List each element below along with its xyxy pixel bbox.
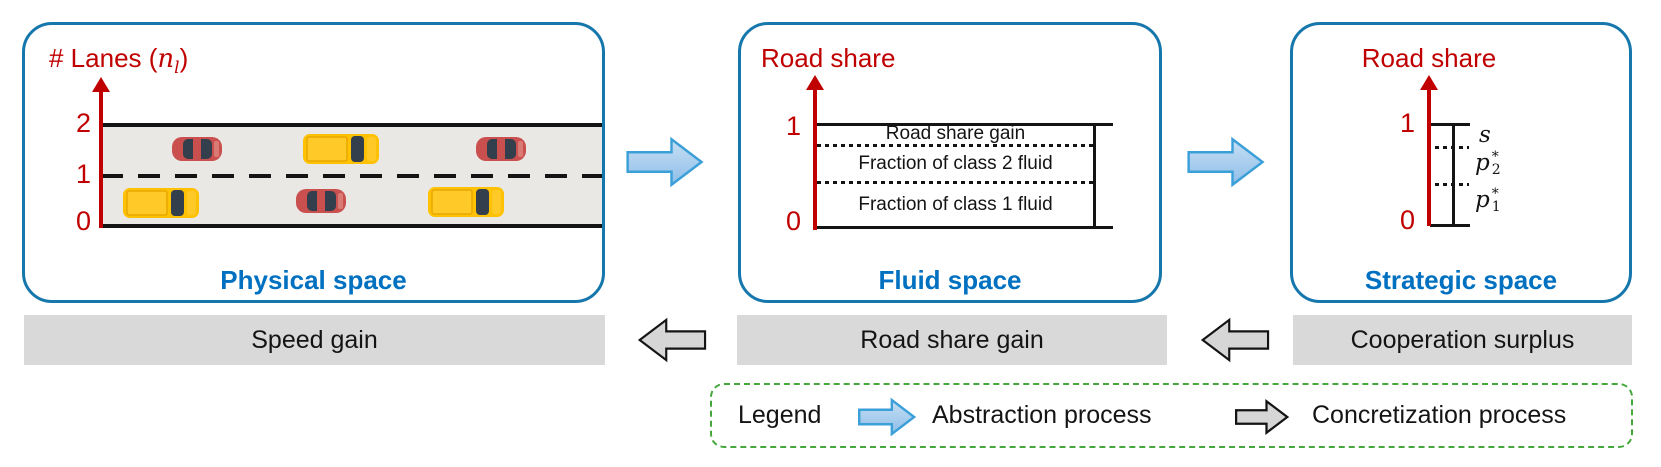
speed-gain-bar: Speed gain bbox=[24, 315, 605, 365]
tick-1: 1 bbox=[75, 159, 91, 189]
physical-axis-label: # Lanes (nl) bbox=[49, 43, 188, 77]
gray-right-arrow-icon bbox=[1235, 398, 1289, 436]
abstraction-arrow-icon bbox=[626, 136, 704, 188]
band-class-2-fluid: Fraction of class 2 fluid bbox=[858, 153, 1053, 174]
fluid-y-axis bbox=[806, 75, 824, 230]
physical-space-title: Physical space bbox=[220, 265, 407, 295]
cooperation-surplus-label: Cooperation surplus bbox=[1350, 325, 1575, 354]
blue-right-arrow-icon bbox=[858, 397, 916, 437]
strategic-space-title: Strategic space bbox=[1364, 265, 1558, 295]
legend-box: Legend Abstraction process Concretizatio… bbox=[710, 383, 1633, 448]
concretization-arrow-icon bbox=[1200, 317, 1270, 363]
concretization-process-label: Concretization process bbox=[1312, 401, 1567, 429]
band-class-1-fluid: Fraction of class 1 fluid bbox=[858, 194, 1053, 215]
tick-0: 0 bbox=[1399, 205, 1415, 235]
tick-0: 0 bbox=[785, 206, 801, 236]
physical-y-axis bbox=[92, 77, 110, 228]
panel-fluid-space: Road share Road share gain Fraction of c… bbox=[738, 22, 1162, 303]
fluid-dotted-divider-2 bbox=[817, 181, 1093, 184]
car-yellow-icon bbox=[303, 134, 379, 164]
tick-1: 1 bbox=[1399, 108, 1415, 138]
axis-label-suffix: ) bbox=[179, 43, 189, 73]
tick-2: 2 bbox=[75, 108, 91, 138]
fluid-box-right-cap bbox=[1093, 123, 1096, 229]
abstraction-process-label: Abstraction process bbox=[932, 401, 1152, 429]
fluid-space-title: Fluid space bbox=[878, 265, 1022, 295]
fluid-dotted-divider-1 bbox=[817, 144, 1093, 147]
legend-title: Legend bbox=[738, 401, 822, 429]
strategic-bracket-top-cap bbox=[1430, 123, 1470, 126]
cooperation-surplus-bar: Cooperation surplus bbox=[1293, 315, 1632, 365]
tick-1: 1 bbox=[785, 111, 801, 141]
strategic-bracket-bottom-cap bbox=[1430, 224, 1470, 227]
car-red-icon bbox=[296, 189, 346, 213]
road-share-gain-label: Road share gain bbox=[860, 325, 1044, 354]
fluid-box-bottom-line bbox=[816, 226, 1113, 229]
label-p1-star: p*1 bbox=[1475, 186, 1501, 215]
label-s: s bbox=[1479, 122, 1491, 148]
panel-strategic-space: Road share s p*2 p*1 1 0 Strategic space bbox=[1290, 22, 1632, 303]
axis-label-prefix: # Lanes ( bbox=[49, 43, 158, 73]
panel-physical-space: # Lanes (nl) bbox=[22, 22, 605, 303]
road-share-gain-bar: Road share gain bbox=[737, 315, 1167, 365]
axis-label-subscript: l bbox=[174, 57, 180, 78]
car-red-icon bbox=[172, 137, 222, 161]
strategic-y-axis bbox=[1420, 75, 1438, 226]
speed-gain-label: Speed gain bbox=[251, 325, 378, 354]
car-yellow-icon bbox=[428, 187, 504, 217]
fluid-box-top-line bbox=[816, 123, 1113, 126]
strategic-dotted-divider-1 bbox=[1435, 146, 1469, 149]
label-p2-star: p*2 bbox=[1475, 149, 1501, 178]
lane-divider-dashed-line bbox=[101, 174, 602, 178]
fluid-axis-label: Road share bbox=[761, 43, 896, 73]
strategic-bracket-line bbox=[1452, 123, 1455, 227]
band-road-share-gain: Road share gain bbox=[885, 123, 1026, 144]
car-yellow-icon bbox=[123, 188, 199, 218]
axis-label-var: n bbox=[157, 44, 175, 74]
strategic-dotted-divider-2 bbox=[1435, 183, 1469, 186]
concretization-arrow-icon bbox=[637, 317, 707, 363]
abstraction-arrow-icon bbox=[1187, 136, 1265, 188]
strategic-axis-label: Road share bbox=[1361, 43, 1497, 73]
tick-0: 0 bbox=[75, 206, 91, 236]
car-red-icon bbox=[476, 137, 526, 161]
